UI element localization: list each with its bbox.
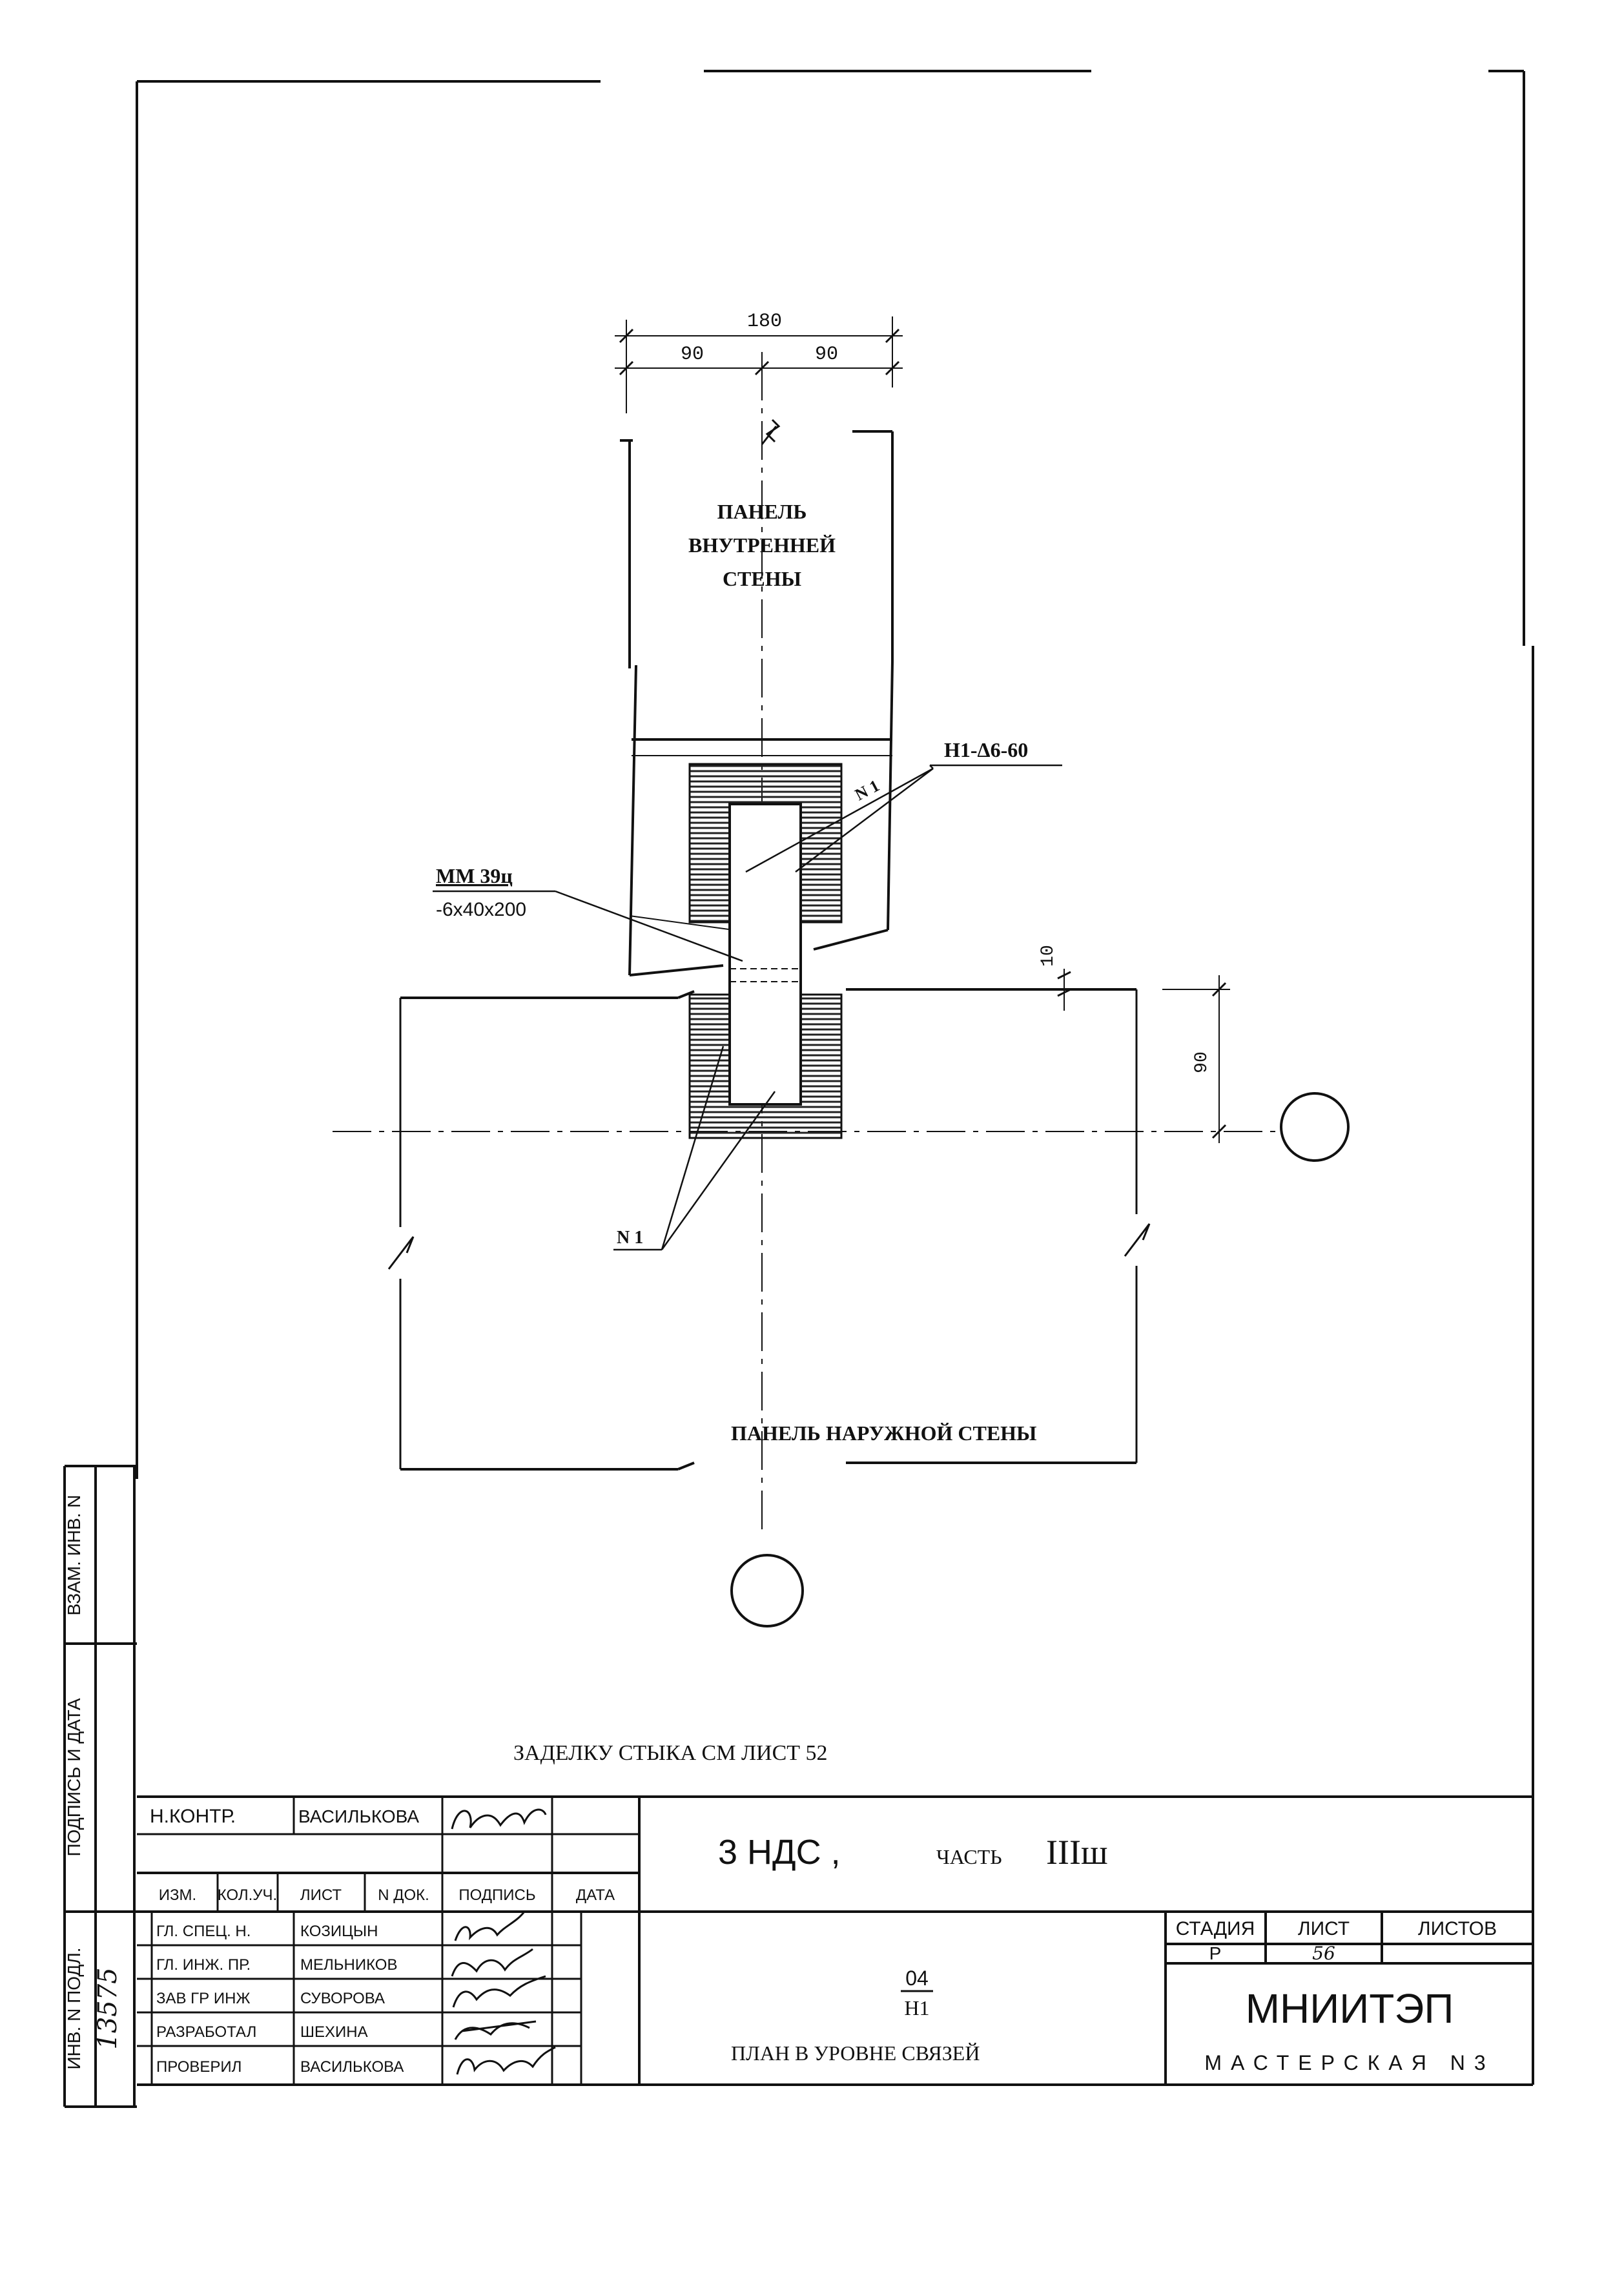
signature-table-grid [137,1797,639,2085]
sheet-header: ЛИСТ [1298,1918,1350,1939]
dimension-left-half: 90 [681,344,704,366]
side-stamp-text: ВЗАМ. ИНВ. N ПОДПИСЬ И ДАТА ИНВ. N ПОДЛ.… [64,1494,123,2069]
signer-role-4: РАЗРАБОТАЛ [156,2023,256,2041]
doc-code-top: 04 [905,1967,929,1990]
axis-bubble-right [1280,1092,1350,1162]
project-code: 3 НДС , [718,1833,841,1872]
sheet-title: ПЛАН В УРОВНЕ СВЯЗЕЙ [731,2041,980,2065]
signer-name-3: СУВОРОВА [300,1990,385,2007]
signer-role-3: ЗАВ ГР ИНЖ [156,1990,251,2007]
header-n-dok: N ДОК. [378,1886,429,1904]
organization-name: МНИИТЭП [1246,1985,1454,2032]
header-podpis: ПОДПИСЬ [458,1886,535,1904]
n-kontr-role: Н.КОНТР. [150,1806,236,1827]
weld-label: Н1-Δ6-60 [944,738,1028,761]
joint-weld-blocks [688,763,843,1139]
n-kontr-row: Н.КОНТР. ВАСИЛЬКОВА [150,1806,547,1830]
leader-lines [433,764,1062,1251]
workshop-name: МАСТЕРСКАЯ N3 [1204,2051,1494,2074]
header-izm: ИЗМ. [159,1886,196,1904]
signer-name-1: КОЗИЦЫН [300,1923,378,1940]
dimension-gap: 10 [1038,945,1058,967]
inner-panel-label-line2: ВНУТРЕННЕЙ [688,533,836,557]
stage-value: Р [1209,1943,1222,1963]
axis-bubble-bottom [730,1554,804,1627]
n1-lower-label: N 1 [617,1228,643,1248]
side-vzam-inv: ВЗАМ. ИНВ. N [64,1494,84,1615]
drawing-annotations: 180 90 90 10 90 ПАНЕЛЬ ВНУТРЕННЕЙ СТЕНЫ … [436,311,1212,1765]
side-podpis-data: ПОДПИСЬ И ДАТА [64,1698,84,1856]
dimension-lines [615,316,1230,1143]
inner-panel-label-line3: СТЕНЫ [723,567,801,590]
outer-panel-label: ПАНЕЛЬ НАРУЖНОЙ СТЕНЫ [731,1421,1036,1445]
n1-upper-label: N 1 [852,776,882,805]
organization-cell: МНИИТЭП МАСТЕРСКАЯ N3 [1204,1985,1494,2074]
part-prefix: ЧАСТЬ [936,1845,1002,1868]
title-block-main: 3 НДС , ЧАСТЬ IIIш 04 Н1 ПЛАН В УРОВНЕ С… [718,1833,1108,2065]
sheets-header: ЛИСТОВ [1418,1918,1497,1939]
doc-code-bottom: Н1 [904,1996,929,2020]
stage-header: СТАДИЯ [1176,1918,1255,1939]
n-kontr-signature [451,1808,547,1830]
joint-note: ЗАДЕЛКУ СТЫКА СМ ЛИСТ 52 [513,1741,828,1765]
header-data: ДАТА [576,1886,615,1904]
dimension-offset: 90 [1192,1051,1212,1073]
sheet-value: 56 [1312,1943,1335,1964]
signer-name-4: ШЕХИНА [300,2023,368,2041]
n-kontr-name: ВАСИЛЬКОВА [298,1806,419,1826]
signer-name-2: МЕЛЬНИКОВ [300,1956,397,1974]
side-stamp [63,1465,137,2108]
plate-size-label: -6х40х200 [436,899,526,920]
signatures [451,1911,556,2075]
stage-sheet-cells: СТАДИЯ ЛИСТ ЛИСТОВ Р 56 [1176,1918,1497,1964]
inner-panel-label-line1: ПАНЕЛЬ [717,500,807,523]
dimension-right-half: 90 [815,344,838,366]
side-inv-podl: ИНВ. N ПОДЛ. [64,1948,84,2070]
header-kol-uch: КОЛ.УЧ. [218,1886,277,1904]
signer-rows: ГЛ. СПЕЦ. Н. КОЗИЦЫН ГЛ. ИНЖ. ПР. МЕЛЬНИ… [156,1923,404,2076]
side-inv-number: 13575 [93,1967,123,2049]
title-block-grid [137,1795,1533,2086]
dimension-total: 180 [747,311,782,333]
signer-role-1: ГЛ. СПЕЦ. Н. [156,1923,251,1940]
outer-wall-panel [387,988,1151,1471]
part-value: IIIш [1046,1833,1108,1872]
plate-mark-label: ММ 39ц [436,864,513,887]
signer-role-5: ПРОВЕРИЛ [156,2058,242,2076]
header-list: ЛИСТ [300,1886,342,1904]
signer-name-5: ВАСИЛЬКОВА [300,2058,404,2076]
sheet-frame [133,70,1534,2107]
signer-role-2: ГЛ. ИНЖ. ПР. [156,1956,251,1974]
signature-table-header: ИЗМ. КОЛ.УЧ. ЛИСТ N ДОК. ПОДПИСЬ ДАТА [159,1886,615,1904]
